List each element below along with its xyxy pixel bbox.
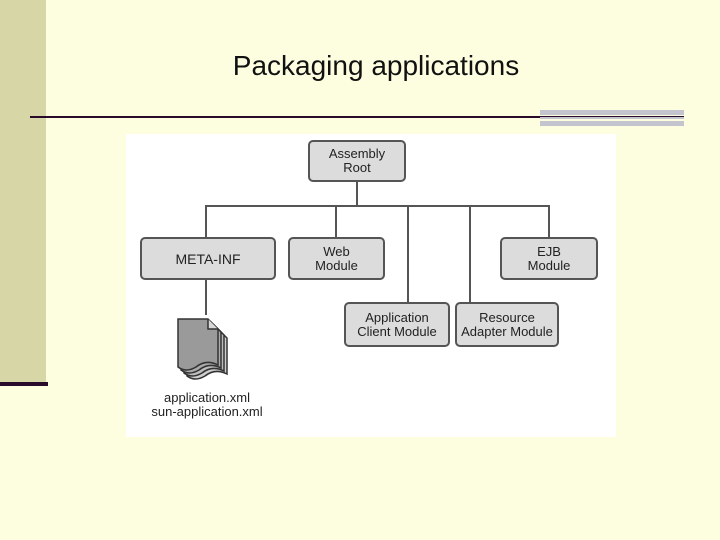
file-name: application.xml <box>164 390 250 405</box>
connector-root-down <box>356 180 358 206</box>
diagram-panel <box>126 134 616 437</box>
connector-meta-inf-files <box>205 279 207 315</box>
resource-adapter-module-node: Resource Adapter Module <box>455 302 559 347</box>
web-module-node: Web Module <box>288 237 385 280</box>
assembly-root-node: Assembly Root <box>308 140 406 182</box>
file-name: sun-application.xml <box>151 404 263 419</box>
application-client-module-node: Application Client Module <box>344 302 450 347</box>
ejb-module-node: EJB Module <box>500 237 598 280</box>
meta-inf-node: META-INF <box>140 237 276 280</box>
connector-horizontal <box>205 205 549 207</box>
connector-ejb-module <box>548 205 550 238</box>
connector-app-client <box>407 205 409 303</box>
connector-meta-inf <box>205 205 207 238</box>
files-label: application.xml sun-application.xml <box>142 391 272 419</box>
title-rule <box>30 116 684 118</box>
side-accent-bar <box>0 0 46 382</box>
connector-web-module <box>335 205 337 238</box>
connector-resource-adapter <box>469 205 471 303</box>
side-accent-bottom <box>0 382 48 386</box>
documents-icon <box>177 318 228 380</box>
title-rule-accent <box>540 110 684 126</box>
slide-title: Packaging applications <box>232 50 520 81</box>
